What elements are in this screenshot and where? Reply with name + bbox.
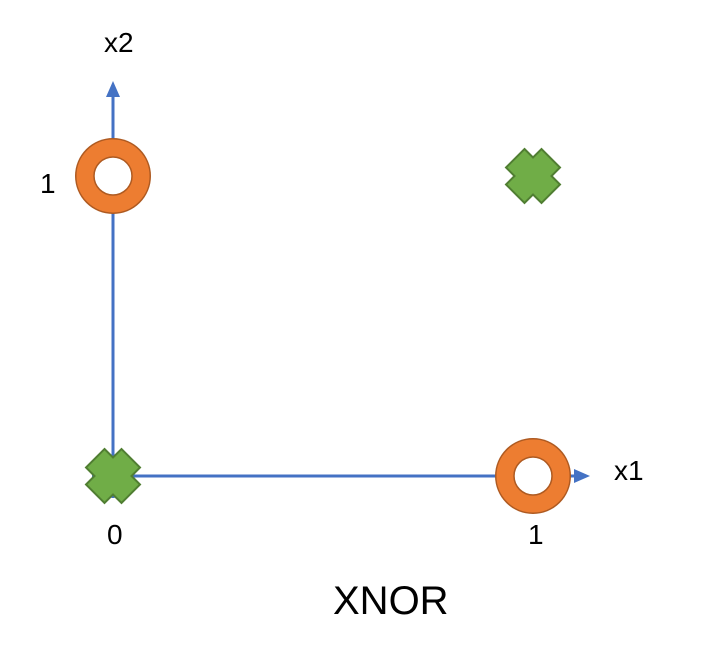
y-axis-label: x2 <box>104 27 134 58</box>
cross-marker-1 <box>504 147 562 205</box>
axes <box>92 81 590 498</box>
ring-marker-hole-1 <box>513 456 553 496</box>
y-axis-arrow-icon <box>106 81 120 97</box>
ring-marker-0 <box>76 139 150 213</box>
y-tick-label-1: 1 <box>40 168 56 199</box>
ring-marker-hole-0 <box>93 156 133 196</box>
x-tick-label-1: 1 <box>528 519 544 550</box>
x-axis-label: x1 <box>614 455 644 486</box>
cross-marker-0 <box>84 447 142 505</box>
data-points <box>75 138 571 514</box>
x-axis-arrow-icon <box>574 469 590 483</box>
x-tick-label-0: 0 <box>107 519 123 550</box>
ring-marker-1 <box>496 439 570 513</box>
chart-title: XNOR <box>333 579 449 623</box>
